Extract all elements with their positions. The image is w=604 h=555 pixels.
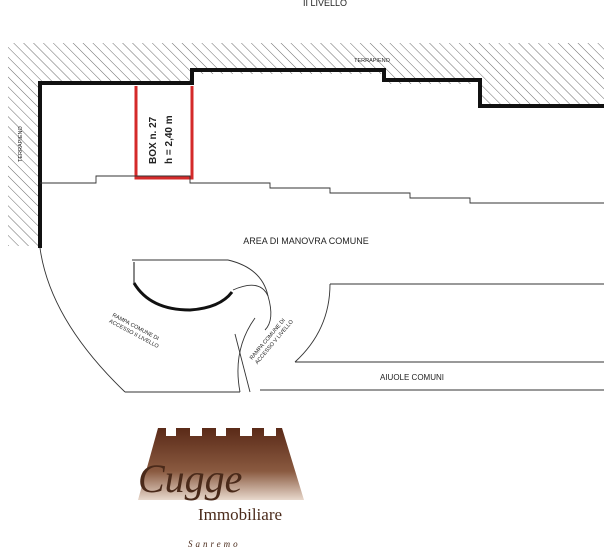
ramp-right-label: RAMPA COMUNE DI ACCESSO V LIVELLO (249, 317, 295, 365)
cugge-logo: Cugge Immobiliare Sanremo (138, 428, 304, 549)
outer-walls (38, 68, 604, 248)
terrapieno-left-label: TERRAPIENO (18, 126, 24, 162)
logo-subtitle: Immobiliare (198, 505, 282, 524)
maneuver-area-label: AREA DI MANOVRA COMUNE (243, 236, 369, 246)
logo-battlement-icon (138, 428, 304, 500)
box-height-label: h = 2,40 m (164, 115, 175, 164)
level-label: II LIVELLO (303, 0, 347, 8)
box-number-label: BOX n. 27 (148, 116, 159, 164)
terrapieno-hatch (8, 43, 604, 246)
thin-plan-lines (39, 175, 604, 393)
ramp-curve (132, 282, 234, 312)
box-27-label: BOX n. 27 h = 2,40 m (148, 115, 175, 164)
aiuole-label: AIUOLE COMUNI (380, 373, 444, 382)
box-27-outline (134, 86, 194, 180)
logo-city: Sanremo (188, 539, 241, 549)
terrapieno-top-label: TERRAPIENO (354, 58, 390, 64)
logo-name: Cugge (138, 456, 242, 501)
ramp-left-label: RAMPA COMUNE DI ACCESSO II LIVELLO (108, 312, 160, 350)
